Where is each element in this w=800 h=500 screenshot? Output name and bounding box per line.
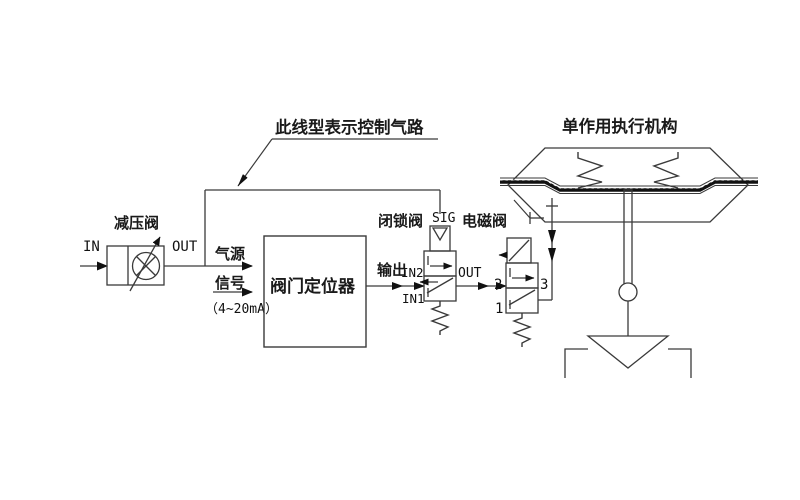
actuator-diaphragm-bottom (500, 185, 758, 194)
regulator-adjust-arrow (129, 236, 161, 292)
actuator-diaphragm-top (500, 177, 758, 187)
note-leader-arrow (237, 138, 273, 187)
port-1-label: 1 (495, 301, 503, 317)
mid-arrow-2 (496, 282, 507, 290)
actuator-supply-riser (513, 198, 558, 300)
solenoid-b-diagonal (508, 289, 536, 306)
valve-position-indicator (618, 282, 638, 302)
control-valve-body[interactable] (564, 282, 692, 378)
positioner-label: 阀门定位器 (270, 276, 356, 297)
single-acting-actuator[interactable] (500, 147, 758, 286)
lock-b-diagonal (426, 277, 454, 294)
signal-label: 信号 (215, 274, 245, 292)
actuator-diaphragm-hatch (500, 179, 758, 189)
output-arrow-2 (414, 282, 425, 290)
supply-signal-lines: 气源 信号 （4~20mA） (204, 189, 441, 317)
riser-arrow-lower (548, 248, 556, 262)
regulator-label: 减压阀 (114, 214, 159, 232)
pressure-regulator[interactable]: IN OUT 减压阀 (80, 214, 205, 292)
valve-inlet-pipe (564, 348, 588, 378)
mid-arrow-1 (478, 282, 489, 290)
valve-body-triangle (586, 335, 670, 369)
port-2-label: 2 (494, 277, 502, 293)
air-supply-label: 气源 (214, 245, 245, 263)
control-air-note-text: 此线型表示控制气路 (275, 117, 424, 137)
solenoid-valve[interactable]: 电磁阀 2 1 3 (462, 212, 552, 347)
positioner-body (263, 235, 367, 348)
lock-valve-label: 闭锁阀 (378, 212, 423, 230)
solenoid-coil-diagonal (508, 239, 530, 262)
control-air-annotation: 此线型表示控制气路 (237, 117, 438, 187)
valve-positioner[interactable]: 阀门定位器 (263, 235, 367, 348)
output-arrow-1 (392, 282, 403, 290)
riser-tee-diagonal (513, 199, 531, 219)
port-3-label: 3 (540, 277, 548, 293)
solenoid-valve-label: 电磁阀 (462, 212, 507, 230)
actuator-title: 单作用执行机构 (562, 116, 678, 136)
lock-pilot-triangle (431, 227, 449, 242)
outlet-label: OUT (172, 239, 198, 255)
lock-valve-spring (430, 301, 450, 335)
valve-outlet-pipe (668, 348, 692, 378)
positioner-output: 输出 IN2 IN1 (366, 261, 425, 306)
output-label: 输出 (377, 261, 407, 279)
lock-valve[interactable]: 闭锁阀 SIG OUT (378, 211, 482, 335)
lock-out-label: OUT (458, 266, 482, 281)
lock-in1-label: IN1 (402, 291, 425, 306)
regulator-gauge-circle (131, 251, 161, 281)
actuator-spring-right (652, 152, 681, 189)
inlet-label: IN (83, 239, 100, 255)
actuator-spring-left (575, 152, 604, 189)
riser-arrow-upper (548, 230, 556, 244)
solenoid-spring (512, 313, 532, 347)
sig-port-label: SIG (432, 211, 456, 226)
lock-to-solenoid-line (456, 282, 507, 290)
signal-range-label: （4~20mA） (205, 302, 278, 317)
lock-in2-label: IN2 (401, 265, 424, 280)
